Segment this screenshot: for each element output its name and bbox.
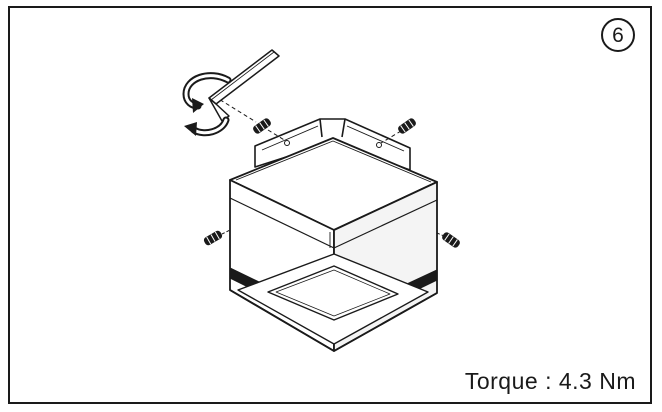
step-number-badge: 6: [601, 18, 635, 52]
bottom-window: [229, 253, 438, 352]
screw-right: [436, 232, 460, 248]
hex-key-wrench-icon: [208, 49, 280, 122]
screw-top-left: [253, 118, 271, 134]
rotation-arrow-icon: [182, 72, 232, 137]
step-number: 6: [612, 23, 624, 47]
screw-top-right: [398, 118, 416, 134]
torque-specification: Torque : 4.3 Nm: [464, 368, 636, 394]
screw-left: [203, 229, 231, 246]
bracket-hole-left: [284, 140, 290, 146]
bracket-hole-right: [376, 142, 382, 148]
